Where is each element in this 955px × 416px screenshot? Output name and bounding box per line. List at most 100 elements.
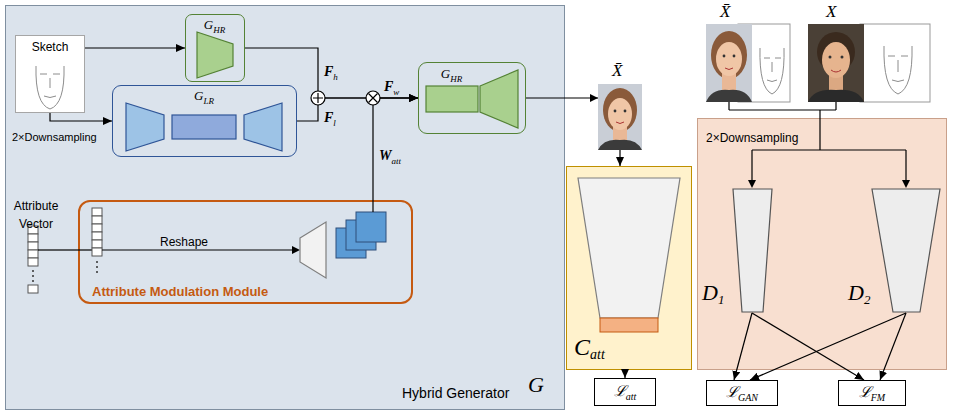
node-text: D	[702, 280, 718, 305]
subscript-text: LR	[203, 96, 214, 106]
label-text: F	[324, 64, 333, 79]
product-symbol-cross	[369, 94, 378, 103]
subscript-text: 1	[718, 292, 725, 307]
connector	[245, 48, 418, 98]
vector-wire	[78, 249, 92, 250]
sketch-face-outline	[36, 66, 64, 109]
subscript-text: w	[393, 87, 399, 97]
face-shirt	[598, 140, 642, 150]
vector-wire	[38, 249, 64, 250]
encoder-trapezoid	[126, 103, 164, 151]
reshape-arrow	[102, 249, 293, 250]
vector-cell	[28, 242, 38, 250]
node-text: Hybrid Generator	[402, 385, 509, 401]
vector-cell	[28, 250, 38, 258]
connector	[752, 313, 864, 380]
edge-label-text: 2×Downsampling	[12, 131, 97, 143]
node-text: G	[441, 66, 450, 81]
image-arrowhead	[590, 94, 598, 102]
image-label: X	[826, 2, 836, 22]
text-group: Catt	[574, 334, 605, 363]
vector-cell	[92, 248, 102, 256]
vector-cell	[28, 258, 38, 266]
encoder-trapezoid	[197, 32, 233, 78]
loss-box: ℒGAN	[706, 380, 778, 406]
connector	[880, 313, 906, 380]
subscript-text: l	[333, 118, 336, 128]
text-group: Attribute Modulation Module	[92, 282, 268, 300]
subscript-text: att	[590, 347, 605, 362]
text-group: D1	[702, 280, 724, 308]
vector-cell	[92, 216, 102, 224]
text-group: GHR	[204, 15, 225, 36]
decoder-trapezoid	[244, 103, 282, 151]
text-group: Attribute Vector	[8, 196, 64, 233]
label-text: F	[384, 79, 393, 94]
sum-symbol-cross	[313, 93, 323, 103]
node-text: G	[204, 17, 213, 32]
node-text: ℒ	[859, 384, 871, 400]
ellipsis-dot	[32, 270, 34, 272]
connector	[85, 47, 185, 48]
ellipsis-dot	[32, 275, 34, 277]
weight-label: Watt	[379, 146, 401, 167]
text-group: Hybrid Generator	[402, 384, 509, 402]
subscript-text: HR	[213, 25, 225, 35]
node-text: C	[574, 334, 590, 360]
vector-cell	[28, 285, 38, 293]
feature-label: Fh	[324, 62, 338, 83]
image-label: X̄	[720, 2, 730, 22]
ellipsis-dot	[96, 266, 98, 268]
feature-label: Fw	[384, 77, 399, 98]
face-mouth	[831, 70, 841, 72]
loss-box: ℒatt	[594, 378, 656, 406]
face-eye	[614, 110, 617, 113]
node-text: Sketch	[32, 40, 69, 54]
subscript-text: att	[626, 391, 637, 402]
vector-cell	[92, 224, 102, 232]
connector	[750, 313, 906, 380]
face-mouth	[616, 122, 624, 124]
sketch-face-features	[40, 74, 60, 98]
vector-cell	[28, 226, 38, 234]
label-text: X̄	[612, 61, 622, 80]
face-shirt	[706, 90, 752, 102]
vector-cells	[92, 208, 102, 256]
face-mouth	[725, 68, 733, 70]
label-text: F	[324, 110, 333, 125]
vector-cell	[92, 240, 102, 248]
face-eye	[841, 56, 844, 59]
face-skin	[822, 42, 850, 78]
node-text: G	[528, 372, 544, 397]
discriminator-trapezoid	[733, 189, 772, 312]
ellipsis-dot	[96, 271, 98, 273]
face-photo	[808, 24, 864, 102]
modulation-trapezoid	[300, 222, 326, 278]
discriminator-trapezoid	[872, 189, 940, 312]
vector-cell	[92, 208, 102, 216]
label-text: Reshape	[160, 235, 208, 249]
text-group: ℒGAN	[726, 383, 758, 404]
text-group: ℒFM	[859, 383, 885, 404]
node-text: Attribute Vector	[14, 199, 59, 231]
text-group: D2	[848, 280, 870, 308]
feature-label: Fl	[324, 108, 336, 129]
sketch-face-outline	[884, 46, 912, 94]
face-photo	[598, 84, 642, 150]
connector	[373, 98, 418, 200]
node-text: Attribute Modulation Module	[92, 284, 268, 299]
text-group: ℒatt	[614, 382, 637, 403]
connector	[734, 313, 752, 380]
text-group: G	[528, 372, 544, 397]
input-arrowhead	[902, 180, 910, 188]
sketch-image	[860, 24, 930, 102]
loss-box: ℒFM	[838, 380, 906, 406]
subscript-text: FM	[871, 392, 885, 403]
sketch-face-outline	[760, 48, 784, 94]
face-skin	[608, 98, 632, 130]
connector	[50, 113, 112, 121]
connector	[64, 249, 78, 250]
label-text: X	[826, 2, 836, 21]
node-text: G	[194, 88, 203, 103]
